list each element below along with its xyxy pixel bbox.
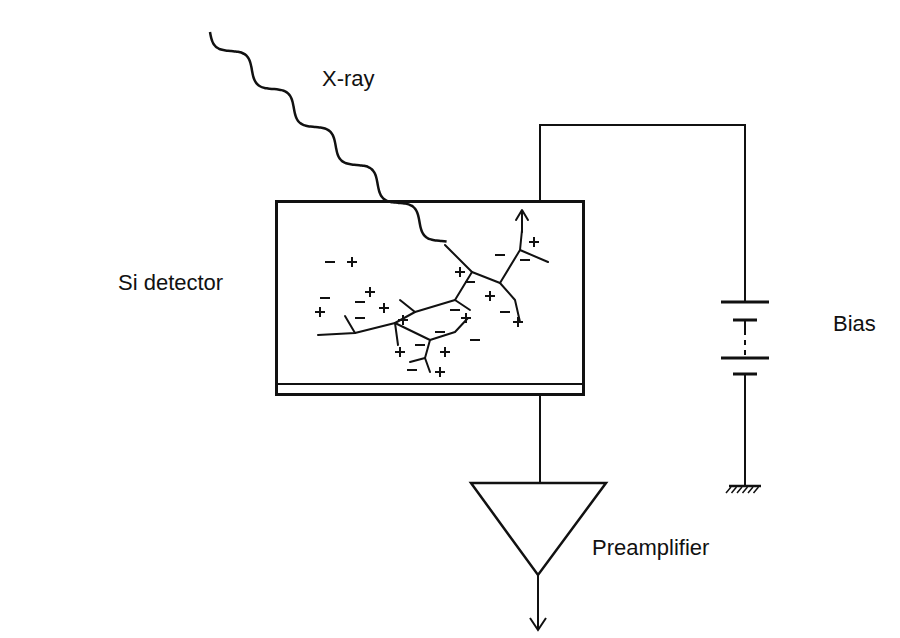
hole-charge — [395, 347, 405, 357]
electron-charge — [435, 331, 445, 333]
ray-label: X-ray — [322, 66, 375, 92]
electron-charge — [470, 339, 480, 341]
escape-arrow — [516, 210, 528, 232]
hole-charge — [398, 315, 408, 325]
electron-track — [345, 316, 355, 333]
electron-charge — [407, 369, 417, 371]
electron-charge — [355, 301, 365, 303]
electron-charge — [520, 259, 530, 261]
electron-track — [445, 230, 522, 283]
electron-charge — [495, 254, 505, 256]
electron-track — [395, 323, 398, 345]
electron-charge — [465, 281, 475, 283]
hole-charge — [513, 317, 523, 327]
hole-charge — [461, 313, 471, 323]
node-label: Preamplifier — [592, 536, 709, 560]
electron-track — [430, 318, 468, 340]
detector-box: Si detector — [275, 200, 585, 396]
electron-charge — [320, 297, 330, 299]
x-ray-wave — [210, 32, 447, 241]
electron-track — [455, 300, 470, 310]
electron-track — [395, 323, 430, 372]
electron-charge — [415, 344, 425, 346]
output-arrow — [530, 575, 546, 630]
wire — [540, 125, 745, 290]
hole-charge — [379, 303, 389, 313]
electron-track — [410, 358, 425, 362]
hole-charge — [455, 267, 465, 277]
electron-charge — [355, 317, 365, 319]
hole-charge — [347, 257, 357, 267]
electron-track — [400, 300, 415, 312]
node-label: Bias — [833, 312, 876, 336]
wire — [539, 396, 541, 482]
bias-battery: Bias — [715, 290, 885, 495]
electrode-layer — [278, 383, 582, 385]
node-label: Si detector — [118, 271, 223, 295]
hole-charge — [435, 367, 445, 377]
electron-charge — [500, 311, 510, 313]
electron-charge — [325, 261, 335, 263]
battery-symbol — [715, 290, 815, 495]
hole-charge — [315, 307, 325, 317]
electron-track — [500, 283, 520, 322]
amplifier-symbol — [470, 482, 610, 578]
hole-charge — [529, 237, 539, 247]
hole-charge — [365, 287, 375, 297]
hole-charge — [485, 291, 495, 301]
electron-track — [520, 250, 548, 262]
preamplifier-triangle: Preamplifier — [470, 482, 730, 578]
hole-charge — [440, 347, 450, 357]
electron-charge — [450, 309, 460, 311]
